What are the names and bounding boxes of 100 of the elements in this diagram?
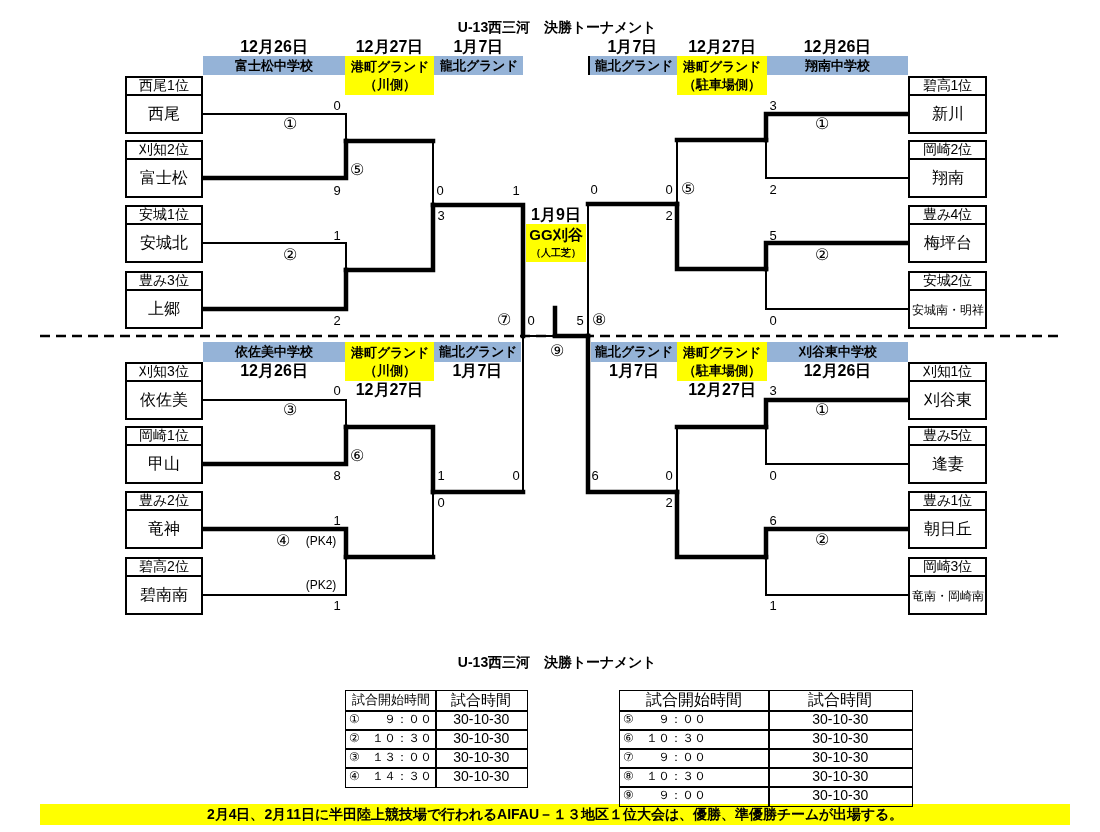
venue-band: 富士松中学校 xyxy=(203,56,345,75)
table-cell: ④ １４：３０ xyxy=(345,767,437,788)
score: 0 xyxy=(333,383,341,397)
venue-band: 依佐美中学校 xyxy=(203,342,345,362)
score: 0 xyxy=(769,313,777,327)
table-cell: ② １０：３０ xyxy=(345,729,437,750)
header-cell: 試合時間 xyxy=(768,690,913,712)
rank-header: 刈知1位 xyxy=(910,364,985,382)
team-box xyxy=(908,140,987,198)
table-cell: ⑤ ９：００ xyxy=(619,710,770,731)
team-name: 甲山 xyxy=(148,455,180,472)
date-label: 12月26日 xyxy=(803,38,872,55)
header-cell: 試合開始時間 xyxy=(345,690,437,712)
table-cell: 30-10-30 xyxy=(768,748,913,769)
score: 1 xyxy=(333,228,341,242)
score: 6 xyxy=(591,468,599,482)
rank-header: 岡崎1位 xyxy=(127,428,201,446)
match-number: ⑤ xyxy=(681,181,695,197)
match-number: ⑧ xyxy=(592,312,606,328)
venue-band: 港町グランド（川側） xyxy=(345,342,434,381)
date-label: 1月7日 xyxy=(607,38,658,55)
table-cell: 30-10-30 xyxy=(768,767,913,788)
bracket-line xyxy=(765,556,909,596)
table-cell: 30-10-30 xyxy=(435,767,528,788)
rank-header: 安城2位 xyxy=(910,273,985,291)
header-cell: 試合開始時間 xyxy=(619,690,770,712)
penalty-score: (PK2) xyxy=(305,579,337,591)
match-number: ① xyxy=(815,402,829,418)
venue-band: 刈谷東中学校 xyxy=(767,342,908,362)
team-box xyxy=(908,76,987,134)
score: 0 xyxy=(665,182,673,196)
team-box xyxy=(908,491,987,549)
rank-header: 岡崎2位 xyxy=(910,142,985,160)
match-number: ① xyxy=(815,116,829,132)
venue-name: GG刈谷 xyxy=(529,226,583,243)
score: 0 xyxy=(590,182,598,196)
team-name: 逢妻 xyxy=(931,455,964,472)
venue-note: （人工芝） xyxy=(531,247,581,258)
bracket-line xyxy=(202,556,347,596)
score: 3 xyxy=(437,208,445,222)
score: 3 xyxy=(769,98,777,112)
score: 2 xyxy=(769,182,777,196)
notice-band: 2月4日、2月11日に半田陸上競技場で行われるAIFAU－１３地区１位大会は、優勝、準優勝チームが出場する。 xyxy=(40,804,1070,825)
team-name: 竜南・岡崎南 xyxy=(911,589,984,603)
score: 1 xyxy=(333,513,341,527)
venue-band: 龍北グランド xyxy=(591,342,677,362)
header-cell: 試合時間 xyxy=(435,690,528,712)
team-box xyxy=(908,426,987,484)
team-box xyxy=(908,557,987,615)
team-name: 朝日丘 xyxy=(923,520,972,537)
team-box xyxy=(125,76,203,134)
date-label: 12月26日 xyxy=(803,362,872,379)
score: 5 xyxy=(769,228,777,242)
rank-header: 岡崎3位 xyxy=(910,559,985,577)
score: 0 xyxy=(437,495,445,509)
score: 0 xyxy=(512,468,520,482)
team-box xyxy=(125,205,203,263)
rank-header: 豊み1位 xyxy=(910,493,985,511)
title: U-13西三河 決勝トーナメント xyxy=(457,20,657,34)
table-cell: 30-10-30 xyxy=(435,748,528,769)
date-label: 12月26日 xyxy=(240,38,308,55)
bracket-line xyxy=(765,139,909,179)
team-name: 竜神 xyxy=(148,520,180,537)
rank-header: 豊み3位 xyxy=(127,273,201,291)
table-cell: ① ９：００ xyxy=(345,710,437,731)
table-title: U-13西三河 決勝トーナメント xyxy=(457,655,657,669)
score: 3 xyxy=(769,383,777,397)
rank-header: 豊み4位 xyxy=(910,207,985,225)
score: 2 xyxy=(665,495,673,509)
rank-header: 安城1位 xyxy=(127,207,201,225)
date-label: 1月7日 xyxy=(453,38,504,55)
bracket-line xyxy=(202,113,347,142)
table-cell: ⑥ １０：３０ xyxy=(619,729,770,750)
team-name: 安城北 xyxy=(140,234,188,251)
score: 1 xyxy=(512,183,520,197)
table-cell: ⑧ １０：３０ xyxy=(619,767,770,788)
date-label: 12月27日 xyxy=(688,381,756,398)
team-name: 新川 xyxy=(931,105,964,122)
score: 0 xyxy=(527,313,535,327)
team-name: 上郷 xyxy=(148,300,180,317)
table-cell: 30-10-30 xyxy=(768,710,913,731)
rank-header: 豊み2位 xyxy=(127,493,201,511)
match-number: ② xyxy=(815,532,829,548)
date-label: 1月9日 xyxy=(531,206,581,223)
table-cell: ③ １３：００ xyxy=(345,748,437,769)
date-label: 1月7日 xyxy=(452,362,503,379)
table-cell: ⑨ ９：００ xyxy=(619,786,770,807)
rank-header: 碧高2位 xyxy=(127,559,201,577)
match-number: ④ xyxy=(276,533,290,549)
bracket-line xyxy=(202,242,347,271)
bracket-line xyxy=(765,268,909,310)
rank-header: 刈知2位 xyxy=(127,142,201,160)
team-box xyxy=(125,362,203,420)
score: 1 xyxy=(769,598,777,612)
venue-band: 翔南中学校 xyxy=(767,56,908,75)
team-box xyxy=(125,271,203,329)
team-name: 翔南 xyxy=(931,169,964,186)
score: 1 xyxy=(437,468,445,482)
match-number: ⑥ xyxy=(350,448,364,464)
team-name: 西尾 xyxy=(148,105,180,122)
